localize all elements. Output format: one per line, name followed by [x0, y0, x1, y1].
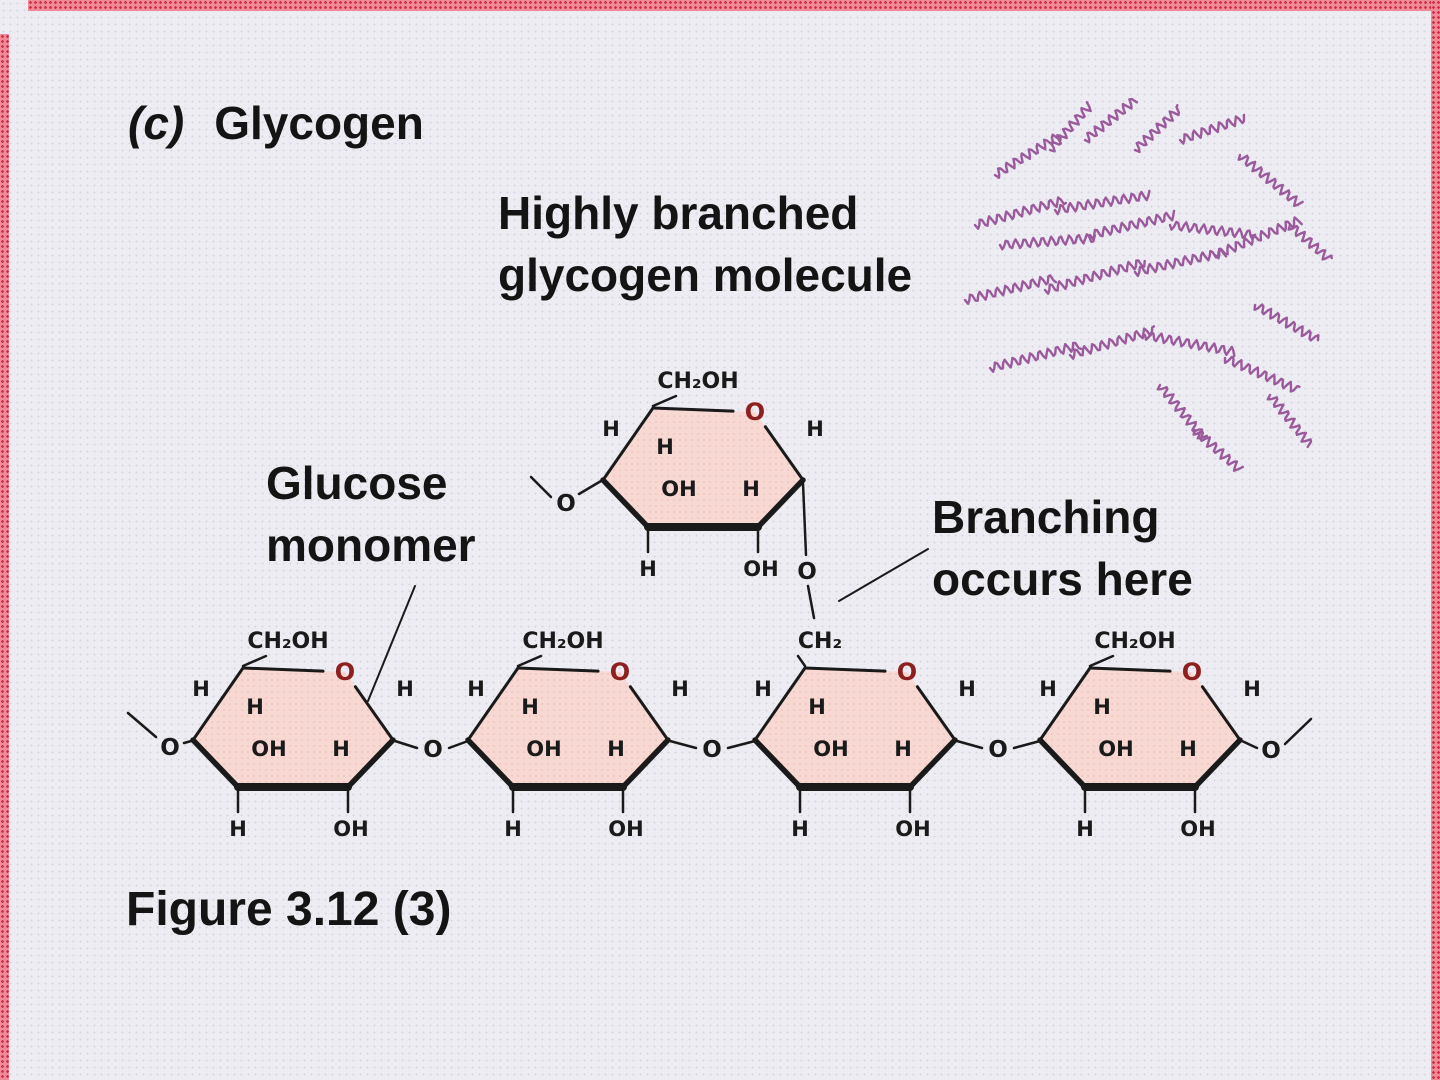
svg-text:H: H — [1076, 817, 1094, 841]
svg-text:H: H — [791, 817, 809, 841]
label-branching: Branching occurs here — [932, 486, 1193, 610]
svg-text:H: H — [808, 695, 826, 719]
label-highly-branched-line1: Highly branched — [498, 187, 859, 239]
svg-text:H: H — [246, 695, 264, 719]
svg-text:OH: OH — [1180, 817, 1215, 841]
svg-text:CH₂OH: CH₂OH — [247, 629, 328, 654]
svg-text:H: H — [1243, 677, 1261, 701]
svg-text:H: H — [1039, 677, 1057, 701]
svg-text:H: H — [396, 677, 414, 701]
svg-text:H: H — [607, 737, 625, 761]
svg-text:H: H — [1093, 695, 1111, 719]
svg-text:O: O — [1261, 738, 1281, 764]
svg-text:H: H — [671, 677, 689, 701]
svg-text:H: H — [958, 677, 976, 701]
svg-text:OH: OH — [661, 477, 696, 501]
label-highly-branched: Highly branched glycogen molecule — [498, 182, 912, 306]
heading-text: Glycogen — [214, 97, 424, 149]
svg-text:O: O — [745, 398, 765, 426]
border-stripe-left — [0, 34, 9, 1080]
branch-linkage: OO — [529, 475, 817, 620]
svg-text:O: O — [610, 658, 630, 686]
border-stripe-top — [28, 0, 1440, 11]
svg-text:O: O — [702, 737, 722, 763]
label-glucose-monomer: Glucose monomer — [266, 452, 476, 576]
svg-text:H: H — [602, 417, 620, 441]
svg-text:O: O — [160, 735, 180, 761]
svg-text:H: H — [806, 417, 824, 441]
svg-text:OH: OH — [333, 817, 368, 841]
svg-text:H: H — [229, 817, 247, 841]
label-glucose-monomer-line1: Glucose — [266, 457, 448, 509]
svg-text:H: H — [639, 557, 657, 581]
svg-text:H: H — [1179, 737, 1197, 761]
svg-text:OH: OH — [813, 737, 848, 761]
svg-text:H: H — [521, 695, 539, 719]
svg-text:OH: OH — [895, 817, 930, 841]
svg-text:OH: OH — [1098, 737, 1133, 761]
heading-letter: (c) — [128, 97, 185, 149]
svg-text:H: H — [656, 435, 674, 459]
svg-text:OH: OH — [526, 737, 561, 761]
svg-text:H: H — [742, 477, 760, 501]
figure-caption: Figure 3.12 (3) — [126, 883, 452, 936]
label-branching-line2: occurs here — [932, 553, 1193, 605]
svg-text:CH₂OH: CH₂OH — [1094, 629, 1175, 654]
svg-text:CH₂OH: CH₂OH — [522, 629, 603, 654]
svg-text:CH₂OH: CH₂OH — [657, 369, 738, 394]
svg-text:OH: OH — [743, 557, 778, 581]
svg-text:OH: OH — [608, 817, 643, 841]
svg-text:H: H — [504, 817, 522, 841]
border-stripe-right — [1431, 0, 1440, 1080]
highly-branched-molecule-drawing — [963, 97, 1333, 472]
svg-text:OH: OH — [251, 737, 286, 761]
annotation-pointer-lines — [367, 548, 929, 702]
svg-text:O: O — [556, 491, 576, 517]
svg-text:H: H — [754, 677, 772, 701]
label-branching-line1: Branching — [932, 491, 1160, 543]
label-glucose-monomer-line2: monomer — [266, 519, 476, 571]
svg-text:O: O — [1182, 658, 1202, 686]
svg-text:CH₂: CH₂ — [798, 629, 842, 654]
svg-text:O: O — [988, 737, 1008, 763]
svg-text:O: O — [897, 658, 917, 686]
svg-text:O: O — [335, 658, 355, 686]
svg-text:H: H — [894, 737, 912, 761]
slide-heading: (c) Glycogen — [128, 96, 424, 150]
label-highly-branched-line2: glycogen molecule — [498, 249, 913, 301]
svg-text:H: H — [192, 677, 210, 701]
svg-text:H: H — [332, 737, 350, 761]
svg-text:H: H — [467, 677, 485, 701]
svg-text:O: O — [797, 559, 817, 585]
svg-text:O: O — [423, 737, 443, 763]
